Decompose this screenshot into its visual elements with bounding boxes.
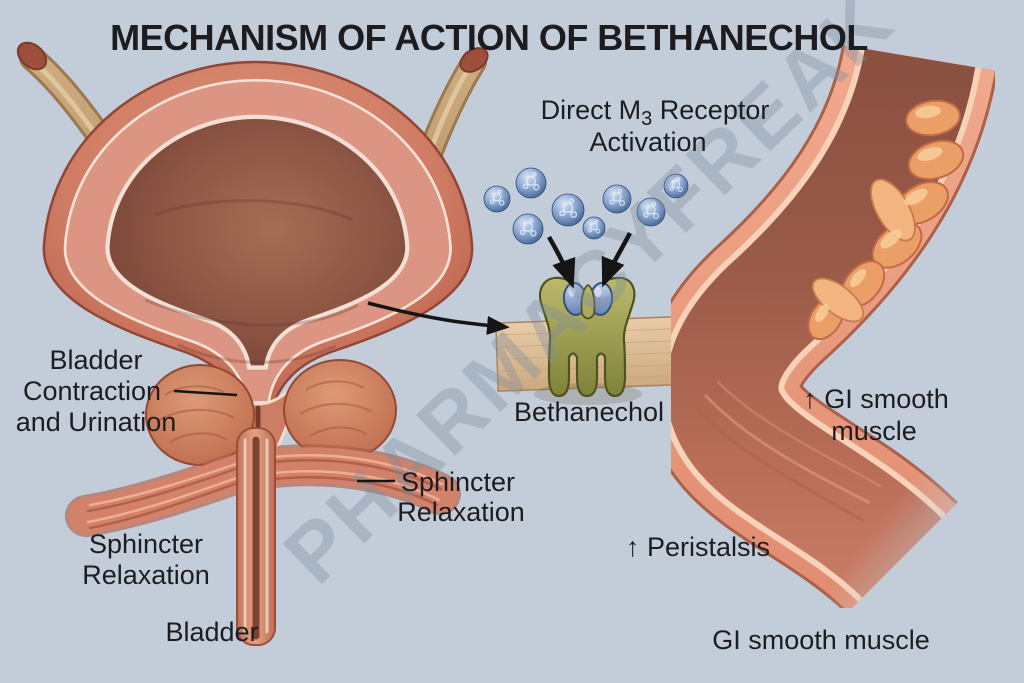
bladder-contraction-line3: and Urination xyxy=(16,407,177,437)
m3-receptor xyxy=(538,276,636,398)
bladder-contraction-line2: Contraction xyxy=(23,376,161,406)
gi-smooth-up-line2: muscle xyxy=(831,416,917,446)
molecule-sphere xyxy=(602,184,632,214)
molecule-sphere xyxy=(636,197,666,227)
gi-smooth-up-line1: ↑ GI smooth xyxy=(803,384,949,414)
sphincter-left-line2: Relaxation xyxy=(82,560,210,590)
contraction-leader-line xyxy=(173,389,238,397)
molecule-sphere xyxy=(512,213,544,245)
caption-bladder: Bladder xyxy=(165,617,258,647)
molecule-sphere xyxy=(551,193,585,227)
sphincter-right-line2: Relaxation xyxy=(397,497,525,527)
sphincter-left-line1: Sphincter xyxy=(89,529,203,559)
receptor-heading-line1: Direct M3 Receptor xyxy=(541,95,770,130)
cavity-texture xyxy=(144,199,359,364)
molecule-sphere xyxy=(582,216,606,240)
diagram-title: MECHANISM OF ACTION OF BETHANECHOL xyxy=(110,17,868,58)
bethanechol-molecules xyxy=(483,167,689,245)
caption-gi-smooth-muscle: GI smooth muscle xyxy=(712,625,930,655)
bladder-to-receptor-arrow xyxy=(367,301,510,335)
molecule-arrow-right xyxy=(601,231,632,288)
molecule-sphere xyxy=(483,185,511,213)
molecule-arrow-left xyxy=(547,235,576,289)
ureter-left-cut-end xyxy=(16,41,48,71)
receptor-heading-line2: Activation xyxy=(589,127,706,157)
prostate-left-lobe xyxy=(145,364,255,466)
gi-muscle-streaks xyxy=(696,380,882,522)
urethra xyxy=(236,427,276,646)
bladder-cavity xyxy=(105,114,410,370)
molecule-sphere xyxy=(663,173,689,199)
gi-tract-illustration xyxy=(643,43,998,616)
bethanechol-label: Bethanechol xyxy=(514,397,664,427)
sphincter-band-right xyxy=(244,444,461,515)
bladder-illustration xyxy=(16,41,489,646)
haustra-folds xyxy=(807,99,965,341)
molecule-sphere xyxy=(515,167,547,199)
receptor-center-ridge xyxy=(580,283,596,320)
bladder-contraction-line1: Bladder xyxy=(49,345,142,375)
sphincter-band-left xyxy=(65,449,266,537)
ureter-right-cut-end xyxy=(459,47,489,73)
sphincter-right-line1: Sphincter xyxy=(401,467,515,497)
peristalsis-label: ↑ Peristalsis xyxy=(626,532,770,562)
